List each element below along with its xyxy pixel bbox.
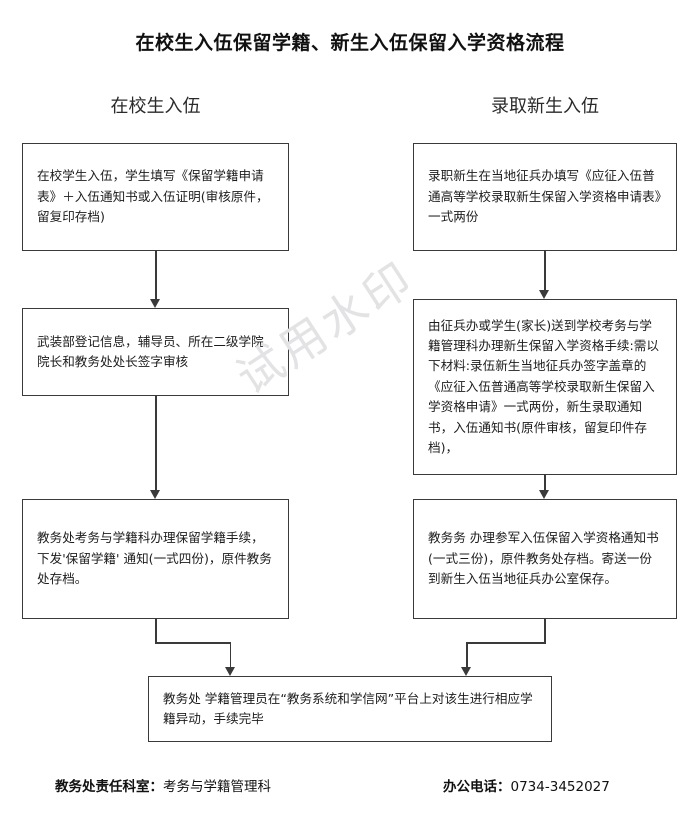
- arrowhead-right-1-2: [539, 290, 550, 299]
- connector-right-3-final: [466, 642, 468, 667]
- flow-box-right-2: 由征兵办或学生(家长)送到学校考务与学籍管理科办理新生保留入学资格手续:需以下材…: [413, 299, 677, 475]
- connector-right-3-across: [466, 642, 546, 644]
- column-header-right: 录取新生入伍: [491, 96, 599, 117]
- flow-box-left-2-text: 武装部登记信息，辅导员、所在二级学院院长和教务处处长签字审核: [37, 333, 264, 369]
- flow-box-right-3-text: 教务务 办理参军入伍保留入学资格通知书(一式三份)，原件教务处存档。寄送一份到新…: [428, 530, 659, 587]
- page-title: 在校生入伍保留学籍、新生入伍保留入学资格流程: [135, 32, 565, 54]
- footer-department: 教务处责任科室：考务与学籍管理科: [55, 775, 271, 795]
- flow-box-left-1: 在校学生入伍，学生填写《保留学籍申请表》＋入伍通知书或入伍证明(审核原件，留复印…: [22, 143, 289, 251]
- arrowhead-left-1-2: [150, 299, 161, 308]
- flow-box-left-3: 教务处考务与学籍科办理保留学籍手续，下发'保留学籍' 通知(一式四份)，原件教务…: [22, 499, 289, 619]
- arrowhead-left-final: [224, 667, 235, 676]
- footer-department-value: 考务与学籍管理科: [163, 779, 271, 795]
- flow-box-right-2-text: 由征兵办或学生(家长)送到学校考务与学籍管理科办理新生保留入学资格手续:需以下材…: [428, 317, 659, 455]
- connector-right-3-down: [544, 619, 546, 643]
- footer-phone-label: 办公电话：: [443, 779, 511, 795]
- column-header-left: 在校生入伍: [110, 96, 201, 117]
- flow-box-left-3-text: 教务处考务与学籍科办理保留学籍手续，下发'保留学籍' 通知(一式四份)，原件教务…: [37, 530, 272, 587]
- connector-right-1-2: [544, 251, 546, 290]
- footer-phone-value: 0734-3452027: [510, 779, 610, 795]
- connector-left-3-final: [229, 642, 232, 667]
- flow-box-right-3: 教务务 办理参军入伍保留入学资格通知书(一式三份)，原件教务处存档。寄送一份到新…: [413, 499, 677, 619]
- footer-department-label: 教务处责任科室：: [55, 779, 163, 795]
- flow-box-right-1: 录职新生在当地征兵办填写《应征入伍普通高等学校录取新生保留入学资格申请表》一式两…: [413, 143, 677, 251]
- flow-box-final: 教务处 学籍管理员在“教务系统和学信网”平台上对该生进行相应学籍异动，手续完毕: [148, 676, 552, 742]
- arrowhead-left-2-3: [150, 490, 161, 499]
- connector-left-3-across: [155, 642, 231, 644]
- connector-right-2-3: [544, 475, 546, 490]
- connector-left-3-down: [155, 619, 157, 643]
- flow-box-right-1-text: 录职新生在当地征兵办填写《应征入伍普通高等学校录取新生保留入学资格申请表》一式两…: [428, 168, 661, 225]
- flow-box-final-text: 教务处 学籍管理员在“教务系统和学信网”平台上对该生进行相应学籍异动，手续完毕: [163, 690, 533, 726]
- flow-box-left-2: 武装部登记信息，辅导员、所在二级学院院长和教务处处长签字审核: [22, 308, 289, 396]
- arrowhead-right-final: [461, 667, 472, 676]
- flow-box-left-1-text: 在校学生入伍，学生填写《保留学籍申请表》＋入伍通知书或入伍证明(审核原件，留复印…: [37, 168, 269, 225]
- arrowhead-right-2-3: [539, 490, 550, 499]
- footer-phone: 办公电话：0734-3452027: [443, 775, 610, 795]
- connector-left-1-2: [155, 251, 157, 299]
- connector-left-2-3: [155, 396, 157, 490]
